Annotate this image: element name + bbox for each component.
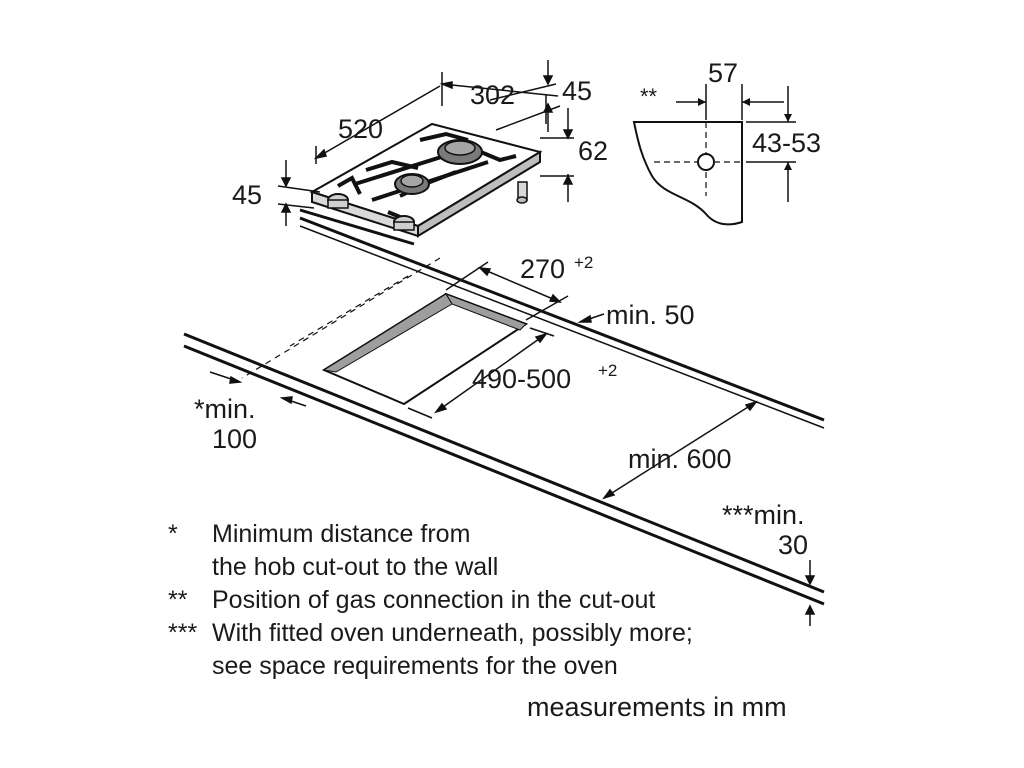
footnote-text: Position of gas connection in the cut-ou…	[212, 586, 656, 614]
hob-dimensions	[277, 60, 574, 226]
dim-min-oven-prefix: ***min.	[722, 500, 805, 530]
footnote-mark: *	[168, 520, 178, 548]
footnote-mark: **	[168, 586, 188, 614]
dim-min-oven-value: 30	[778, 530, 808, 560]
control-knobs	[327, 193, 415, 231]
footnotes: * Minimum distance from the hob cut-out …	[168, 518, 693, 683]
dim-hob-height: 45	[232, 180, 262, 210]
cutout-dimensions	[209, 261, 816, 626]
dim-min-side-value: 100	[212, 424, 257, 454]
burners	[394, 139, 483, 195]
worktop-cutout	[321, 292, 529, 406]
gas-connection-detail	[632, 84, 796, 226]
dim-gas-offset: 57	[708, 58, 738, 88]
footnote-3: *** With fitted oven underneath, possibl…	[168, 617, 693, 683]
footnote-mark: ***	[168, 619, 198, 647]
worktop	[183, 216, 825, 606]
measurement-unit-note: measurements in mm	[527, 692, 787, 722]
dim-cutout-width-tolerance: +2	[574, 253, 593, 272]
footnote-1: * Minimum distance from the hob cut-out …	[168, 518, 693, 584]
dim-hob-height-right: 45	[562, 76, 592, 106]
worktop-profile	[632, 121, 743, 226]
footnote-text: Minimum distance from the hob cut-out to…	[212, 520, 499, 581]
footnote-2: ** Position of gas connection in the cut…	[168, 584, 693, 617]
hob-drawing	[299, 122, 543, 246]
dim-cutout-width: 270	[520, 254, 565, 284]
gas-pipe	[516, 181, 528, 204]
dim-cutout-depth-tolerance: +2	[598, 361, 617, 380]
dim-hob-depth: 520	[338, 114, 383, 144]
hob-side-rim	[417, 150, 541, 238]
dim-hob-total-height: 62	[578, 136, 608, 166]
footnote-text: With fitted oven underneath, possibly mo…	[212, 619, 693, 680]
gas-marker: **	[640, 84, 658, 109]
dim-min-worktop-depth: min. 600	[628, 444, 732, 474]
dim-min-side-prefix: *min.	[194, 394, 256, 424]
dim-min-back: min. 50	[606, 300, 695, 330]
dim-hob-width: 302	[470, 80, 515, 110]
dim-cutout-depth: 490-500	[472, 364, 571, 394]
gas-connection-point	[697, 153, 715, 171]
dim-gas-height-range: 43-53	[752, 128, 821, 158]
